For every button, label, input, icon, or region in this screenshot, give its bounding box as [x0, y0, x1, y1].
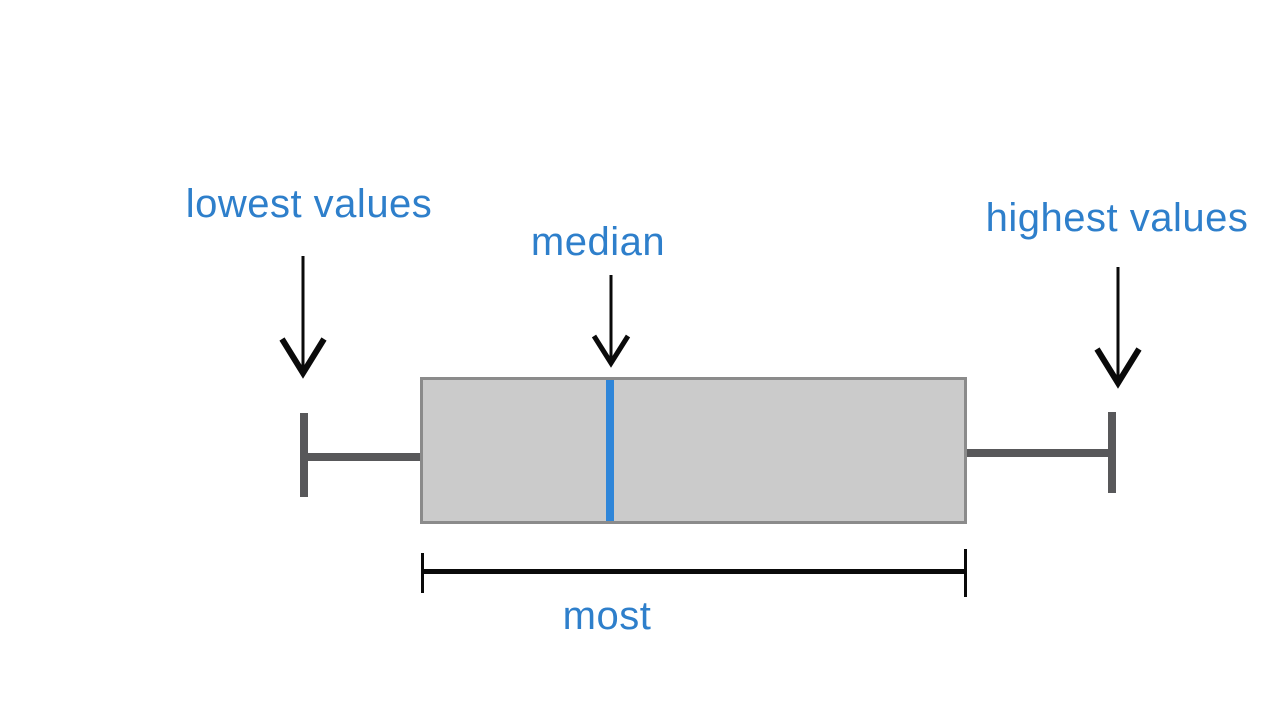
most-label: most — [562, 594, 652, 638]
iqr-box — [420, 377, 967, 524]
right-whisker-cap — [1108, 412, 1116, 493]
median-arrow-icon — [591, 275, 631, 368]
left-whisker-line — [304, 453, 422, 461]
median-label: median — [530, 220, 666, 264]
bracket-line — [421, 569, 967, 574]
median-line — [606, 380, 614, 521]
lowest-values-label: lowest values — [185, 182, 433, 226]
lowest-values-arrow-icon — [279, 256, 327, 379]
highest-values-label: highest values — [985, 196, 1249, 240]
right-whisker-line — [964, 449, 1111, 457]
bracket-right-tick — [964, 549, 967, 597]
highest-values-arrow-icon — [1094, 267, 1142, 389]
